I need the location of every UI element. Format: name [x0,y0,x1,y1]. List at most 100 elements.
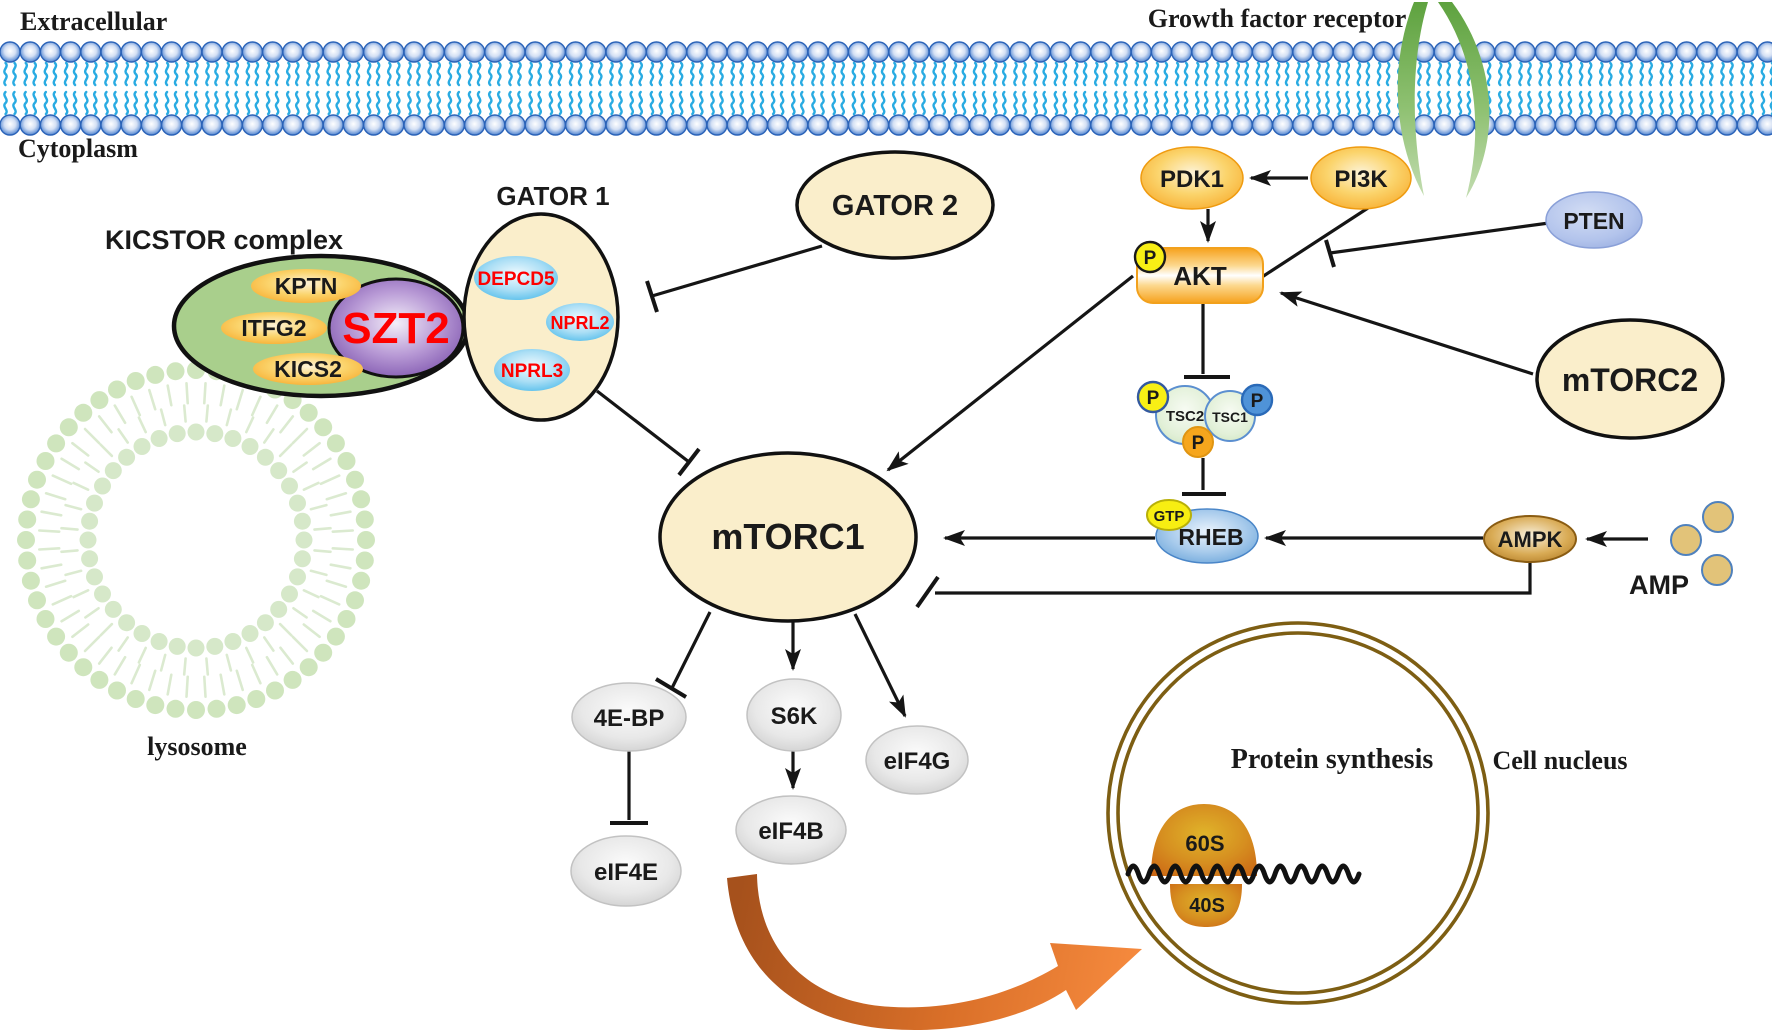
nprl3-ellipse [494,349,570,391]
eif4b-ellipse [735,795,847,865]
nprl2-label: NPRL2 [550,313,609,333]
edge-akt-activates-mtorc1 [886,274,1134,472]
gator2-label: GATOR 2 [832,190,958,222]
amp-molecule-icon [1701,554,1733,586]
kptn-ellipse [251,269,361,303]
receptor-blade-left [1397,2,1428,196]
nprl3-label: NPRL3 [501,361,563,382]
phospho-badge-tsc2 [1136,380,1170,414]
eif4b-label: eIF4B [758,818,823,845]
mtorc2-ellipse [1535,318,1725,440]
gtp-label: GTP [1154,508,1185,525]
tbar-mtorc1-4ebp [654,677,688,699]
szt2-label: SZT2 [342,304,450,353]
ribosome-60s-label: 60S [1185,831,1224,856]
akt-box [1136,247,1264,304]
eif4e-ellipse [570,835,682,907]
kics2-ellipse [253,353,363,385]
pdk1-ellipse [1140,146,1244,210]
mtor-complexes: mTORC1 mTORC2 [658,318,1725,623]
edge-gator1-inhibits-mtorc1 [596,389,690,464]
amp-molecule-icon [1702,501,1734,533]
ampk-ellipse [1483,515,1577,563]
amp-molecule-icon [1670,524,1702,556]
gtp-badge [1146,499,1192,531]
gator1-title-label: GATOR 1 [496,181,609,211]
region-labels: Extracellular Cytoplasm Growth factor re… [18,4,1628,775]
mtorc1-ellipse [658,451,918,623]
phospho-bottom-label: P [1192,433,1205,454]
lysosome-label: lysosome [147,732,247,761]
kptn-label: KPTN [275,273,338,299]
tbar-ampk-mtorc1 [915,575,940,609]
ribosome-60s-icon [1151,804,1257,876]
mrna-wave-icon [1125,863,1362,885]
ribosome-40s-icon [1170,884,1242,927]
s6k-label: S6K [771,703,818,730]
gator2-complex: GATOR 2 [795,150,995,260]
mtorc1-label: mTORC1 [711,516,864,557]
gator1-complex: DEPCD5 NPRL2 NPRL3 [462,212,620,422]
phospho-akt-label: P [1144,248,1157,269]
itfg2-ellipse [221,312,327,344]
downstream-effectors: 4E-BP S6K eIF4G eIF4E eIF4B [570,678,969,907]
tbar-gator1-mtorc1 [677,447,701,477]
pi3k-ellipse [1310,146,1412,210]
pathway-edges [596,170,1648,825]
eif4e-label: eIF4E [594,859,658,886]
tbar-gator2-gator1 [645,280,659,313]
edge-mtorc2-activates-akt [1279,291,1534,376]
mtorc2-label: mTORC2 [1562,362,1698,398]
fourebp-ellipse [571,682,687,752]
tsc-complex: TSC2 TSC1 P P P [1136,380,1274,458]
edge-pi3k-akt [1261,206,1369,279]
nucleus-outer-ring [1106,621,1490,1005]
ribosome-40s-label: 40S [1189,895,1225,917]
pdk1-label: PDK1 [1160,166,1224,193]
akt-label: AKT [1173,261,1227,291]
s6k-ellipse [746,678,842,752]
amp-label: AMP [1629,570,1689,600]
pten-label: PTEN [1563,208,1624,234]
kicstor-complex-label: KICSTOR complex [105,225,343,255]
edge-gator2-inhibits-gator1 [651,244,823,298]
depcd5-ellipse [474,256,558,300]
kicstor-complex: KPTN ITFG2 KICS2 SZT2 [171,253,471,399]
protein-synthesis-arrow [727,874,1142,1031]
edge-ampk-inhibits-mtorc1 [935,560,1532,595]
nprl2-ellipse [546,303,614,341]
tsc2-label: TSC2 [1166,408,1204,425]
growth-factor-signaling: PDK1 PI3K PTEN AKT P [1133,146,1643,304]
extracellular-label: Extracellular [20,7,167,36]
protein-synthesis-label: Protein synthesis [1231,744,1434,775]
pi3k-label: PI3K [1334,166,1388,193]
tbar-pten [1324,239,1336,268]
kics2-label: KICS2 [274,356,342,382]
plasma-membrane [0,41,1772,136]
rheb-label: RHEB [1178,524,1243,550]
tsc1-label: TSC1 [1212,409,1248,425]
energy-sensing: RHEB GTP AMPK AMP [1146,499,1734,600]
edge-mtorc1-activates-eif4g [853,613,907,718]
phospho-badge-tsc1 [1240,383,1274,417]
edge-pten-inhibits [1329,221,1550,255]
eif4g-ellipse [865,725,969,795]
lysosome-vesicle [17,361,375,719]
phospho-tsc2-label: P [1147,388,1160,409]
cytoplasm-label: Cytoplasm [18,134,138,163]
edge-mtorc1-inhibits-4ebp [670,611,712,689]
phospho-badge-akt [1133,240,1167,274]
growth-factor-receptor-icon [1397,2,1490,198]
cell-nucleus-label: Cell nucleus [1492,746,1627,775]
eif4g-label: eIF4G [884,748,951,775]
growth-factor-receptor-label: Growth factor receptor [1148,4,1406,33]
phospho-tsc1-label: P [1251,391,1264,412]
nucleus-inner-ring [1116,631,1480,995]
phospho-badge-bottom [1182,426,1214,458]
pten-ellipse [1545,191,1643,249]
receptor-blade-right [1438,2,1490,198]
ampk-label: AMPK [1498,527,1563,552]
itfg2-label: ITFG2 [241,315,306,341]
